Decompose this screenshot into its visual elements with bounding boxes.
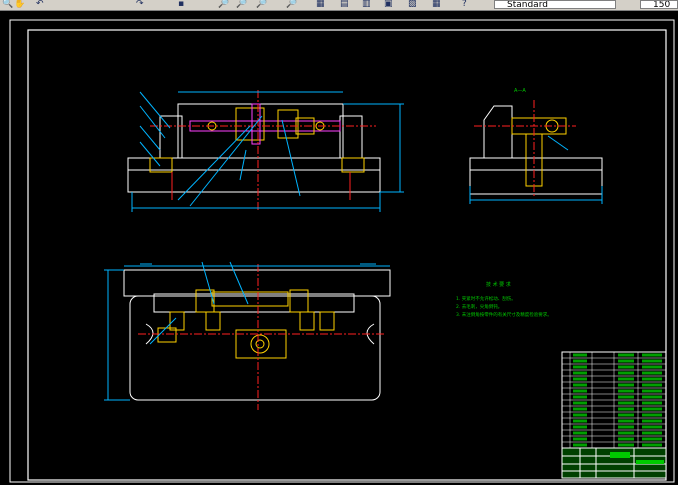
sheet-border [9,19,675,483]
markup-icon[interactable]: ▧ [408,0,417,9]
tech-req-title: 技 术 要 求 [486,281,511,288]
drawing-frame [27,29,667,481]
dim-scale-dropdown[interactable]: 150 [640,0,678,9]
pan-icon[interactable]: ✋ [14,0,26,9]
technical-requirements: 技 术 要 求 1. 夹紧时不允许松动、刮伤。 2. 去毛刺，尖角倒钝。 3. … [456,281,552,318]
zoom-icon[interactable]: 🔍 [2,0,14,9]
front-view [127,90,404,212]
tech-req-line-3: 3. 未注倒角按零件的有关尺寸及精度检验要求。 [456,311,552,318]
help-icon[interactable]: ? [462,0,467,9]
design-center-icon[interactable]: ▤ [340,0,349,9]
undo-icon[interactable]: ↶ [36,0,44,9]
title-block [561,447,667,479]
tech-req-line-1: 1. 夹紧时不允许松动、刮伤。 [456,295,516,302]
standard-toolbar: 🔍 ✋ ↶ ↷ ▪ 🔎 🔎 🔎 🔎 ▦ ▤ ▥ ▣ ▧ ▦ ? Standard… [0,0,678,11]
zoom-window-icon[interactable]: 🔎 [236,0,248,9]
properties-icon[interactable]: ▦ [316,0,325,9]
redo-icon[interactable]: ↷ [136,0,144,9]
side-view: A—A [469,88,603,204]
zoom-previous-icon[interactable]: 🔎 [256,0,268,9]
plan-view [104,261,391,410]
tool-palettes-icon[interactable]: ▥ [362,0,371,9]
text-style-dropdown[interactable]: Standard [494,0,616,9]
calc-icon[interactable]: ▦ [432,0,441,9]
sheet-set-icon[interactable]: ▣ [384,0,393,9]
tech-req-line-2: 2. 去毛刺，尖角倒钝。 [456,303,502,310]
zoom-extents-icon[interactable]: 🔎 [286,0,298,9]
parts-list-table [561,351,667,449]
section-label: A—A [514,88,526,94]
match-icon[interactable]: ▪ [178,0,185,9]
zoom-realtime-icon[interactable]: 🔎 [218,0,230,9]
drawing-canvas[interactable]: A—A 技 术 要 求 1. 夹紧时不允许松动、刮伤。 [0,10,678,485]
